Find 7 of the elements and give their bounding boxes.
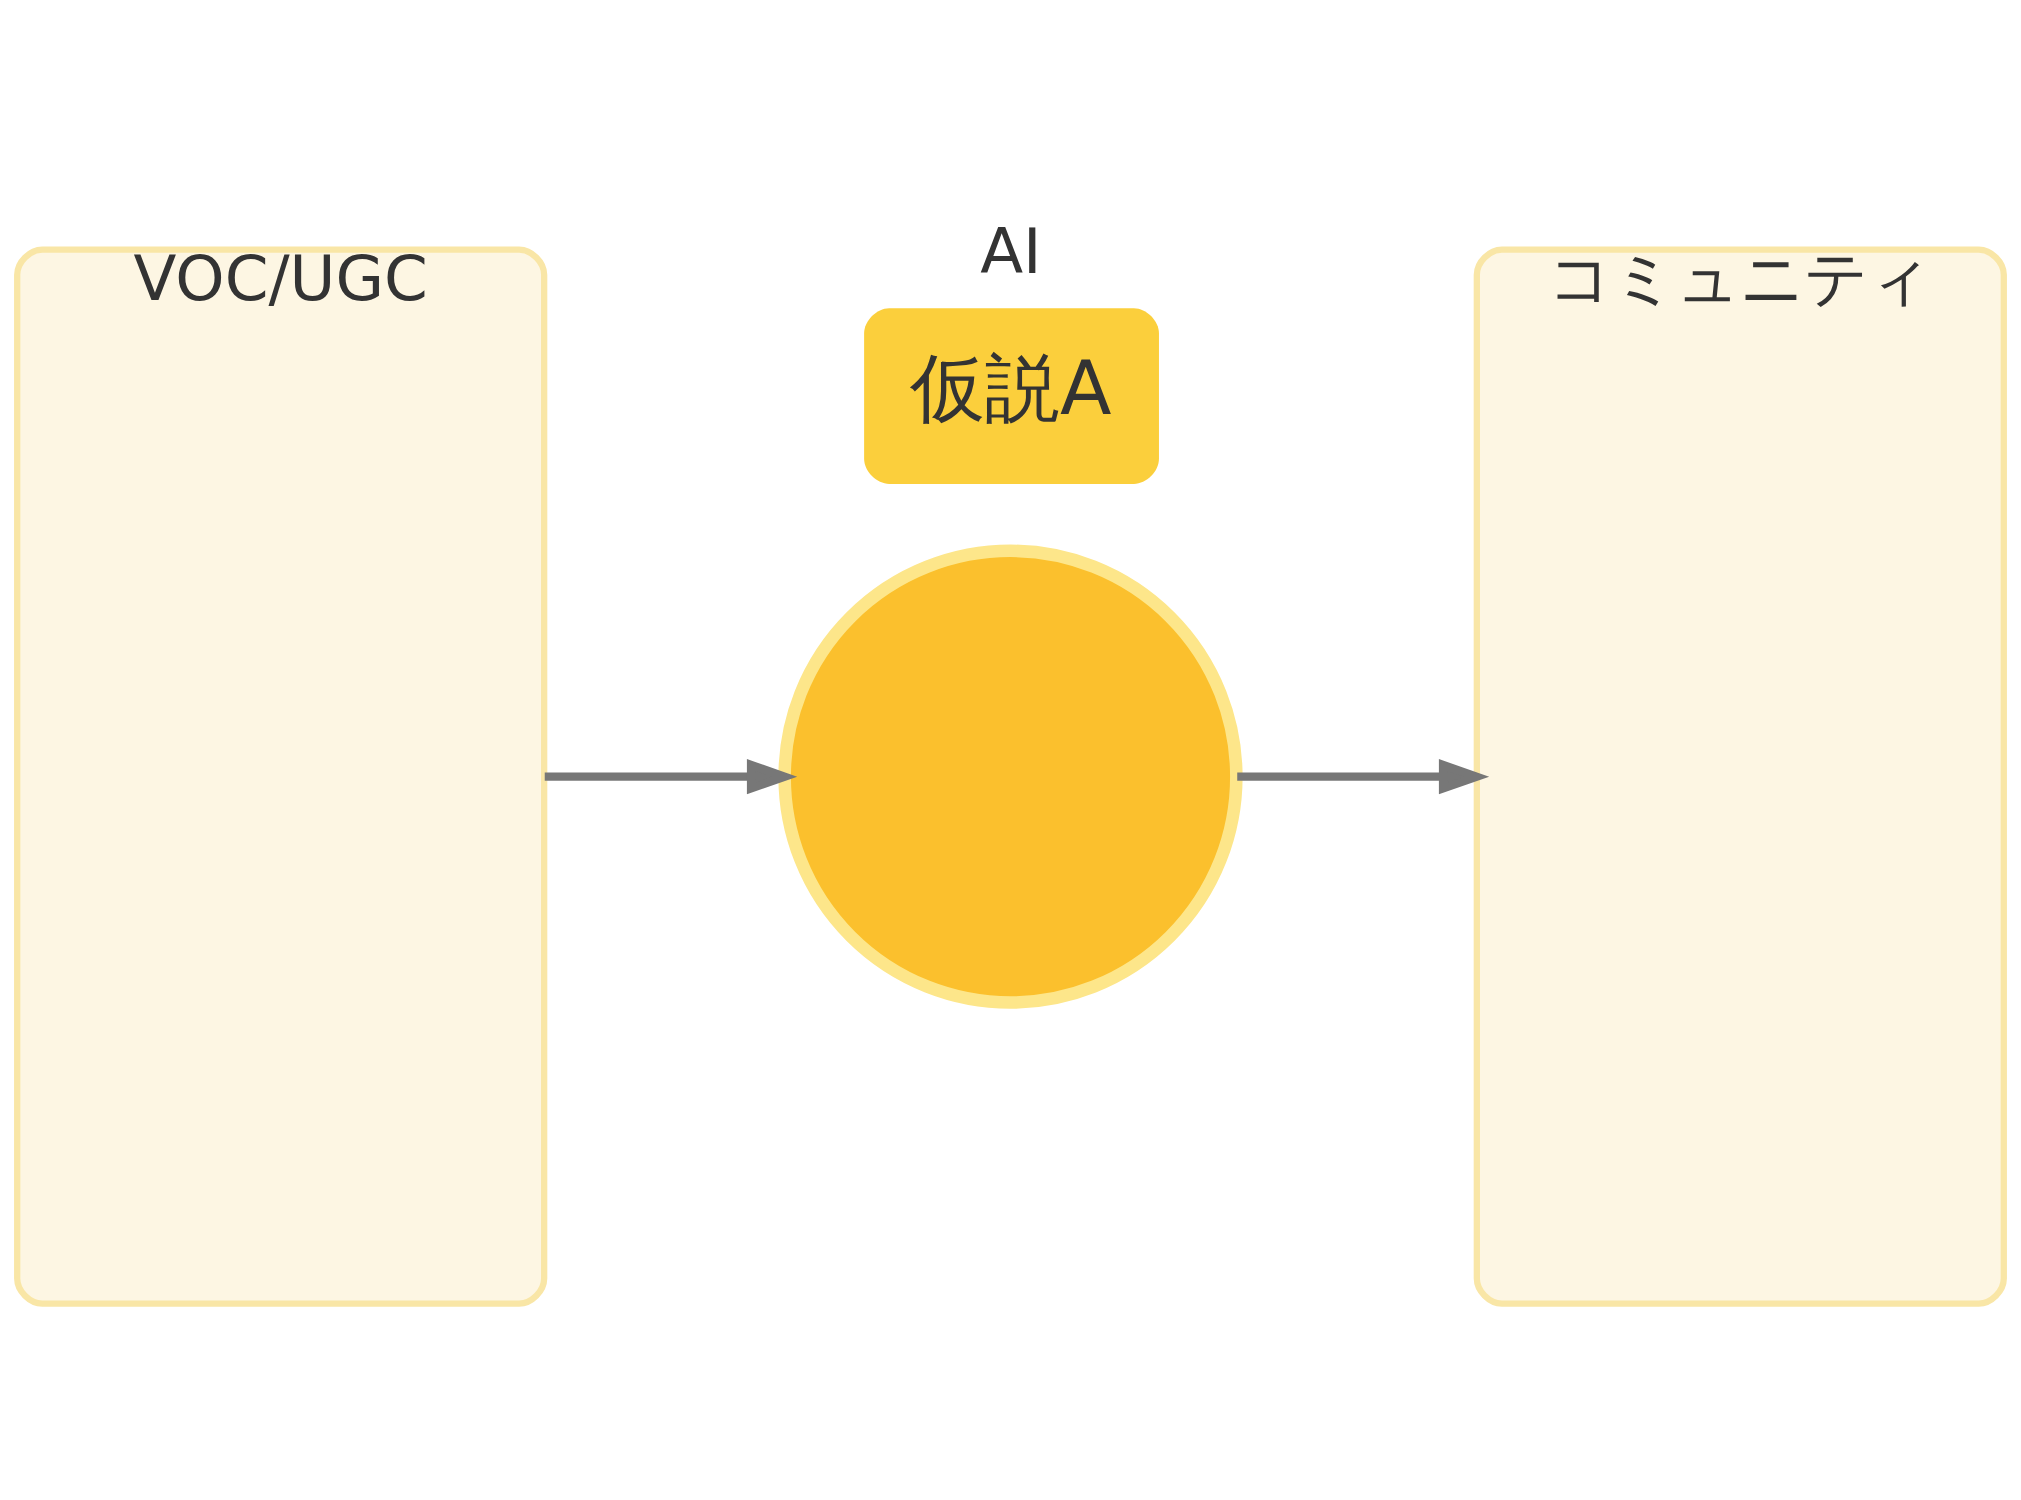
node-box: コミュニティ [1473,246,2007,1307]
node-label: AI [980,214,1042,288]
arrow [1237,759,1490,795]
arrow [544,759,798,795]
node-circle [778,544,1243,1009]
node-box: 仮説A [864,308,1159,484]
node-box: VOC/UGC [14,246,548,1307]
